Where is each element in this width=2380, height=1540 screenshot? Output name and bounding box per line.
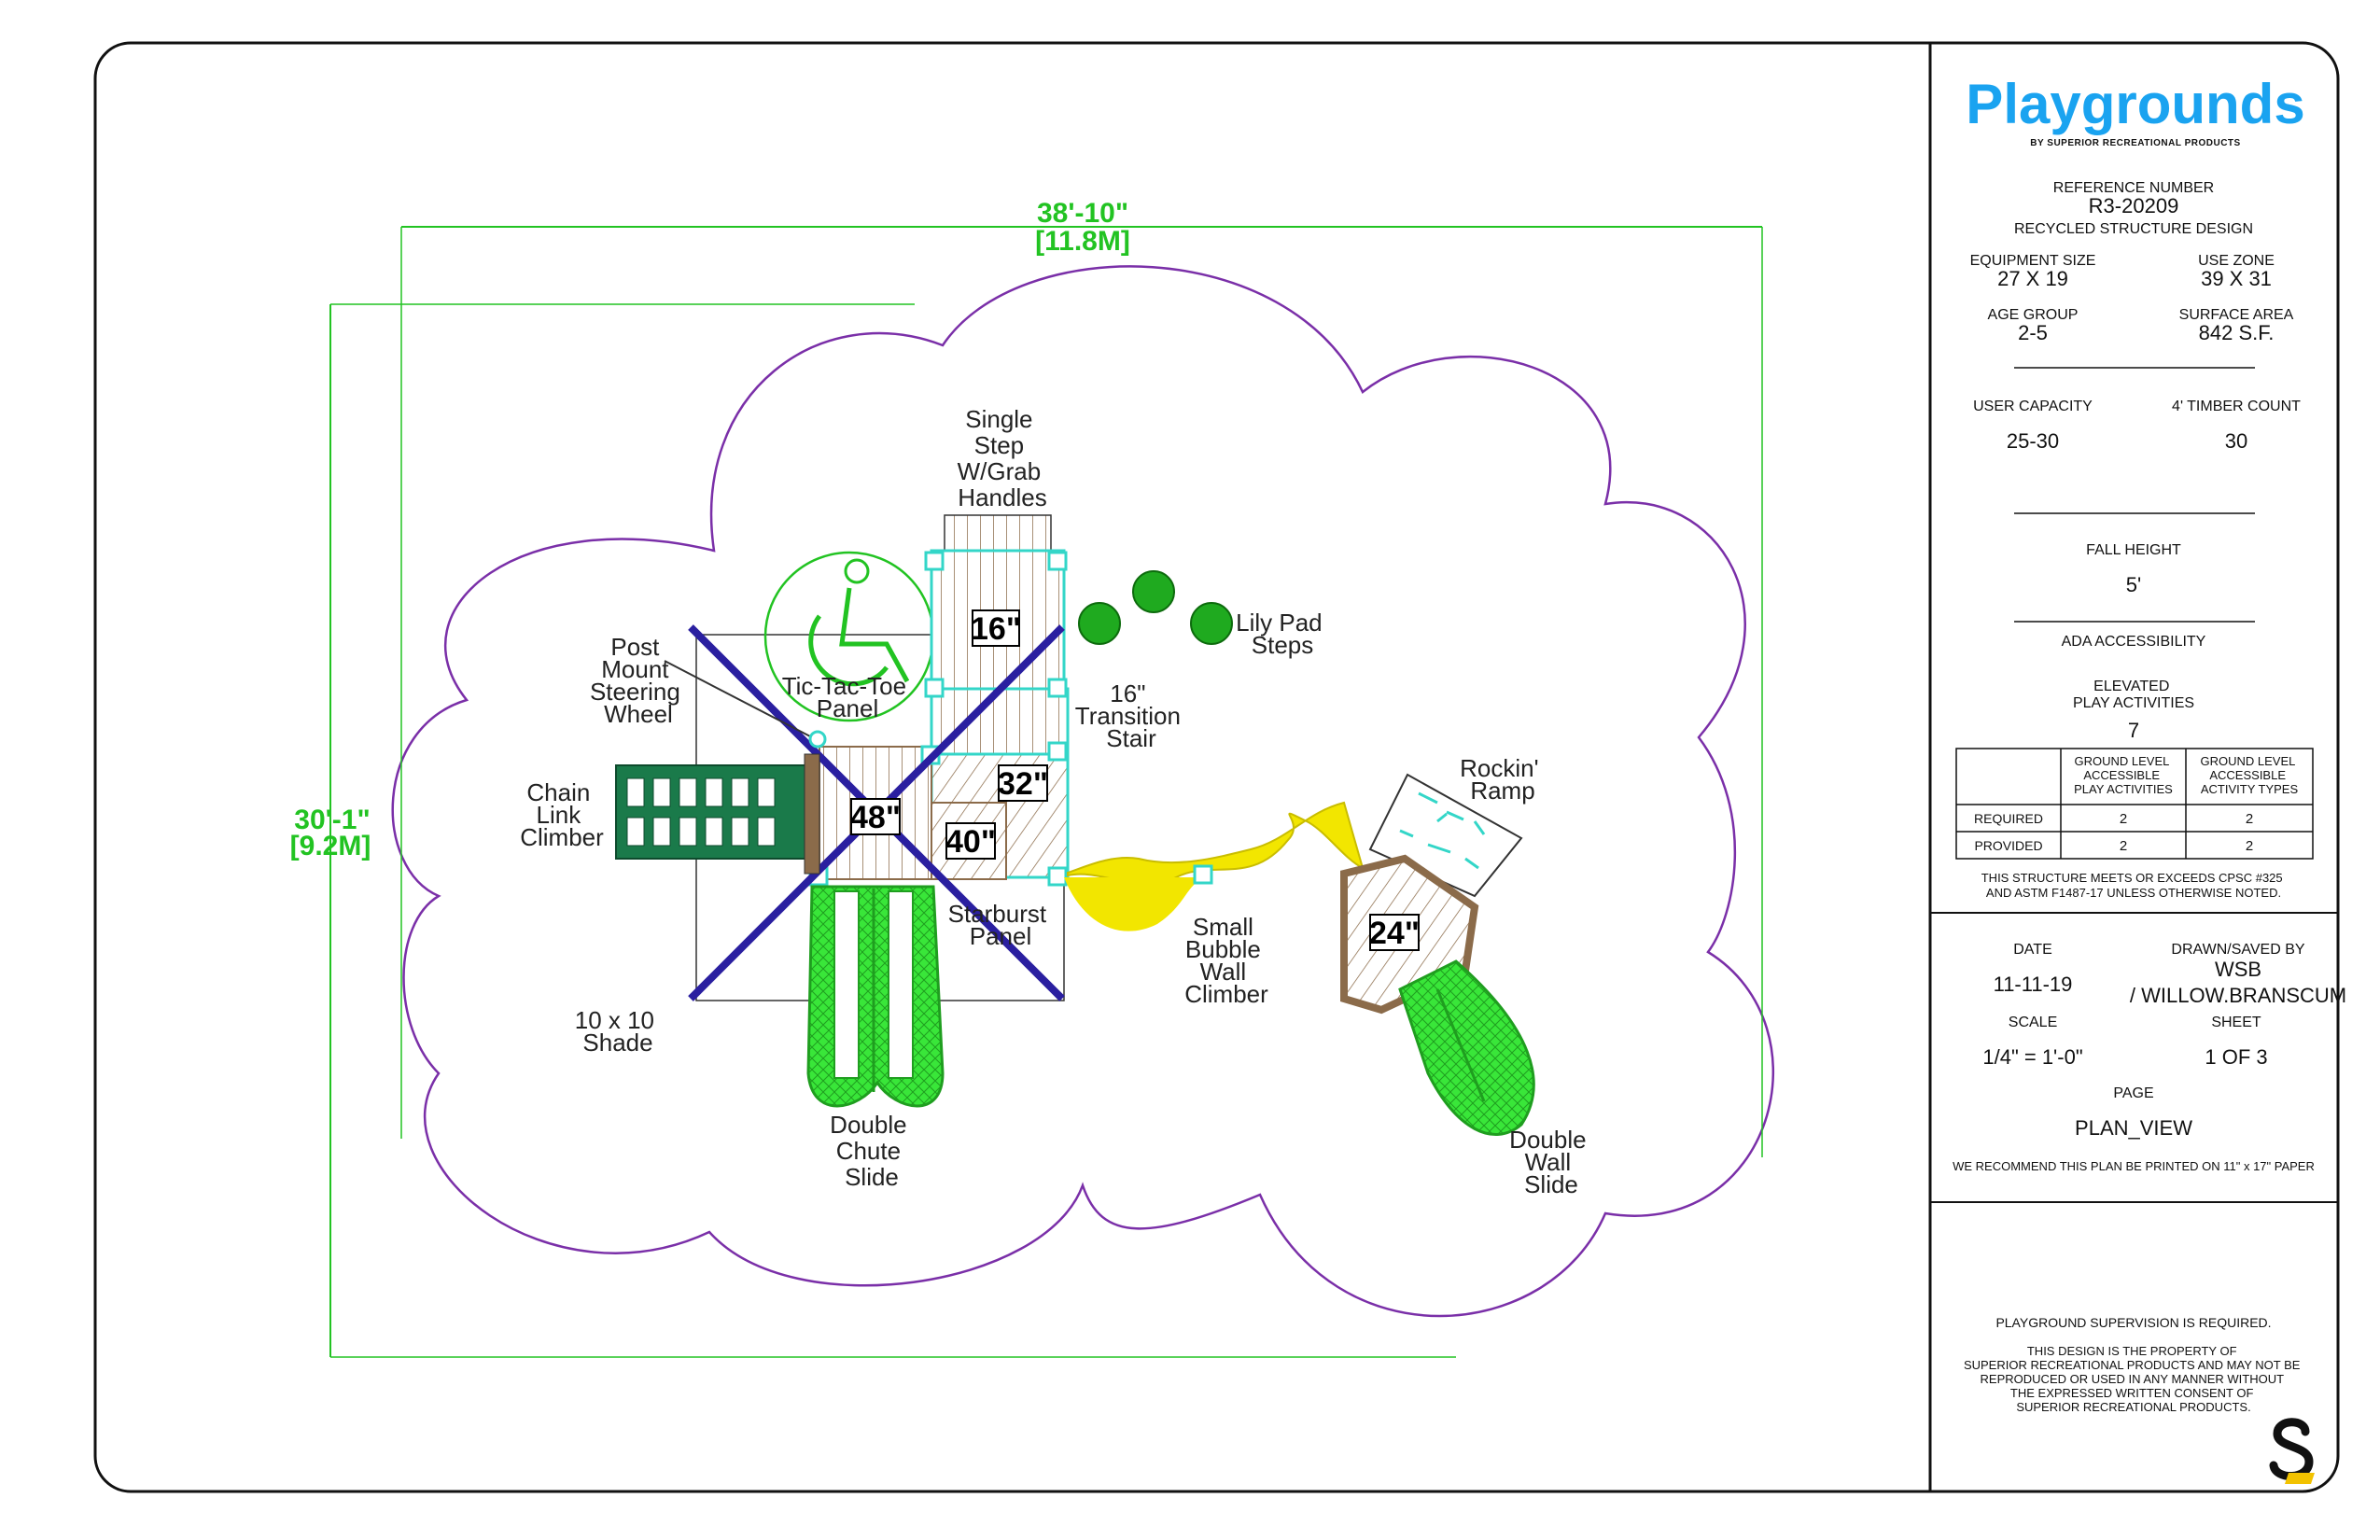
scale-value: 1/4" = 1'-0"	[1982, 1045, 2082, 1069]
fall-height-label: FALL HEIGHT	[2086, 542, 2181, 558]
ada-row-provided: PROVIDED	[1974, 838, 2042, 853]
reference-number: R3-20209	[2089, 194, 2179, 217]
elevated-play-label: ELEVATED PLAY ACTIVITIES	[2073, 679, 2194, 711]
brand-subtitle: BY SUPERIOR RECREATIONAL PRODUCTS	[2030, 138, 2240, 148]
sheet-value: 1 OF 3	[2205, 1045, 2267, 1069]
age-group-label: AGE GROUP	[1988, 307, 2079, 323]
ada-provided-v1: 2	[2120, 838, 2127, 854]
ada-accessibility-label: ADA ACCESSIBILITY	[2062, 634, 2206, 650]
surface-area: 842 S.F.	[2199, 321, 2275, 344]
label-chain-link: Chain Link Climber	[520, 778, 604, 851]
use-zone-outline	[391, 265, 1775, 1318]
chain-link-climber	[615, 753, 820, 875]
depth-dimension-metric: [9.2M]	[290, 831, 371, 861]
ada-required-v1: 2	[2120, 811, 2127, 827]
user-capacity: 25-30	[2007, 429, 2059, 453]
superior-logo-icon	[2269, 1418, 2315, 1484]
equipment-size: 27 X 19	[1997, 267, 2068, 290]
scale-label: SCALE	[2009, 1015, 2057, 1030]
label-tic-tac-toe: Tic-Tac-Toe Panel	[782, 672, 914, 722]
fall-height: 5'	[2126, 573, 2141, 596]
page-value: PLAN_VIEW	[2075, 1116, 2192, 1140]
label-rockin-ramp: Rockin' Ramp	[1460, 754, 1546, 805]
steering-wheel-post	[664, 660, 827, 749]
property-note: THIS DESIGN IS THE PROPERTY OF SUPERIOR …	[1964, 1344, 2303, 1414]
transition-stair	[930, 687, 1070, 756]
label-bubble-wall: Small Bubble Wall Climber	[1184, 913, 1268, 1008]
label-lily-pad-steps: Lily Pad Steps	[1236, 609, 1329, 659]
double-chute-slide	[806, 885, 945, 1108]
depth-dimension: 30'-1" [9.2M]	[290, 303, 1456, 1358]
elevated-play-value: 7	[2128, 719, 2139, 742]
age-group: 2-5	[2018, 321, 2048, 344]
label-transition-stair: 16" Transition Stair	[1075, 679, 1187, 752]
sheet-border	[93, 41, 2340, 1493]
use-zone-label: USE ZONE	[2198, 253, 2275, 269]
depth-dimension-label: 30'-1"	[294, 805, 370, 835]
deck-tag-16: 16"	[971, 609, 1021, 647]
surface-area-label: SURFACE AREA	[2179, 307, 2294, 323]
timber-count-label: 4' TIMBER COUNT	[2172, 399, 2301, 414]
lily-pad-steps	[1078, 570, 1233, 645]
single-step	[944, 514, 1052, 552]
drawn-by: WSB	[2215, 958, 2261, 981]
compliance-note: THIS STRUCTURE MEETS OR EXCEEDS CPSC #32…	[1981, 871, 2287, 900]
saved-by: / WILLOW.BRANSCUM	[2130, 984, 2346, 1007]
label-shade: 10 x 10 Shade	[575, 1006, 662, 1057]
width-dimension-label: 38'-10"	[1037, 198, 1128, 229]
deck-tag-40: 40"	[945, 822, 996, 860]
equipment-size-label: EQUIPMENT SIZE	[1970, 253, 2096, 269]
label-single-step: Single Step W/Grab Handles	[958, 405, 1048, 511]
page-label: PAGE	[2113, 1085, 2153, 1101]
ada-provided-v2: 2	[2246, 838, 2253, 854]
width-dimension-metric: [11.8M]	[1035, 226, 1130, 257]
label-double-wall: Double Wall Slide	[1509, 1126, 1593, 1198]
label-post-mount-wheel: Post Mount Steering Wheel	[590, 633, 687, 728]
ada-required-v2: 2	[2246, 811, 2253, 827]
date-label: DATE	[2013, 942, 2051, 958]
svg-text:40": 40"	[945, 824, 996, 860]
bubble-wall-climber	[1064, 801, 1365, 931]
svg-text:32": 32"	[998, 766, 1048, 802]
brand-logo: Playgrounds BY SUPERIOR RECREATIONAL PRO…	[1966, 73, 2304, 148]
svg-text:16": 16"	[971, 611, 1021, 647]
sheet-label: SHEET	[2211, 1015, 2261, 1030]
deck-posts	[808, 551, 1068, 887]
drawn-by-label: DRAWN/SAVED BY	[2171, 942, 2304, 958]
user-capacity-label: USER CAPACITY	[1973, 399, 2093, 414]
svg-text:24": 24"	[1369, 916, 1420, 951]
deck-tag-48: 48"	[850, 798, 901, 835]
brand-name: Playgrounds	[1966, 73, 2304, 135]
timber-count: 30	[2225, 429, 2247, 453]
double-wall-slide	[1398, 959, 1535, 1136]
use-zone: 39 X 31	[2201, 267, 2272, 290]
date-value: 11-11-19	[1994, 973, 2073, 996]
supervision-note: PLAYGROUND SUPERVISION IS REQUIRED.	[1995, 1315, 2271, 1330]
design-type: RECYCLED STRUCTURE DESIGN	[2014, 221, 2253, 237]
ada-col2-header: GROUND LEVEL ACCESSIBLE ACTIVITY TYPES	[2200, 754, 2298, 796]
width-dimension: 38'-10" [11.8M]	[400, 198, 1763, 1157]
reference-number-label: REFERENCE NUMBER	[2053, 180, 2214, 196]
print-note: WE RECOMMEND THIS PLAN BE PRINTED ON 11"…	[1953, 1159, 2315, 1173]
svg-text:48": 48"	[850, 800, 901, 835]
label-starburst: Starburst Panel	[948, 900, 1054, 950]
ada-table: GROUND LEVEL ACCESSIBLE PLAY ACTIVITIES …	[1955, 748, 2314, 860]
deck-tag-32: 32"	[998, 764, 1048, 802]
label-double-chute: Double Chute Slide	[830, 1111, 914, 1191]
ada-col1-header: GROUND LEVEL ACCESSIBLE PLAY ACTIVITIES	[2074, 754, 2173, 796]
ada-row-required: REQUIRED	[1974, 811, 2043, 826]
